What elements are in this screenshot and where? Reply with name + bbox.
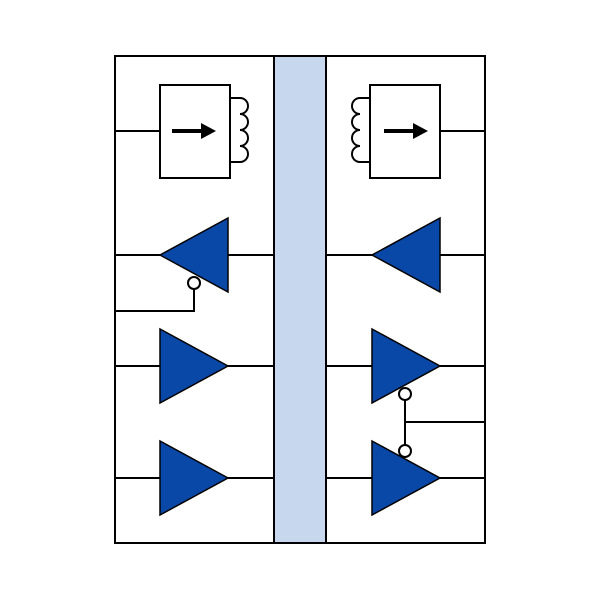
right-die: [325, 55, 486, 544]
right-buffer-row-2: [326, 216, 485, 294]
left-die: [114, 55, 275, 544]
enable-bubble-icon: [187, 276, 201, 290]
buffer-triangle-icon: [159, 327, 230, 405]
left-buffer-row-2: [115, 216, 274, 312]
enable-bubble-icon: [398, 444, 412, 458]
buffer-triangle-icon: [371, 327, 442, 405]
enable-bubble-icon: [398, 387, 412, 401]
coil-icon: [351, 97, 370, 163]
right-transformer-channel: [351, 84, 485, 179]
right-enable-wire: [404, 400, 485, 423]
buffer-triangle-icon: [371, 439, 442, 517]
buffer-triangle-icon: [158, 216, 229, 294]
isolation-barrier: [273, 55, 327, 544]
buffer-triangle-icon: [159, 439, 230, 517]
coil-icon: [230, 97, 249, 163]
left-transformer-channel: [115, 84, 249, 179]
right-buffer-row-4: [326, 439, 485, 517]
enable-wire: [115, 289, 195, 312]
left-buffer-row-3: [115, 327, 274, 405]
right-arrow-icon: [384, 123, 428, 139]
left-buffer-row-4: [115, 439, 274, 517]
right-arrow-icon: [172, 123, 216, 139]
buffer-triangle-icon: [370, 216, 441, 294]
right-buffer-row-3: [326, 327, 485, 405]
